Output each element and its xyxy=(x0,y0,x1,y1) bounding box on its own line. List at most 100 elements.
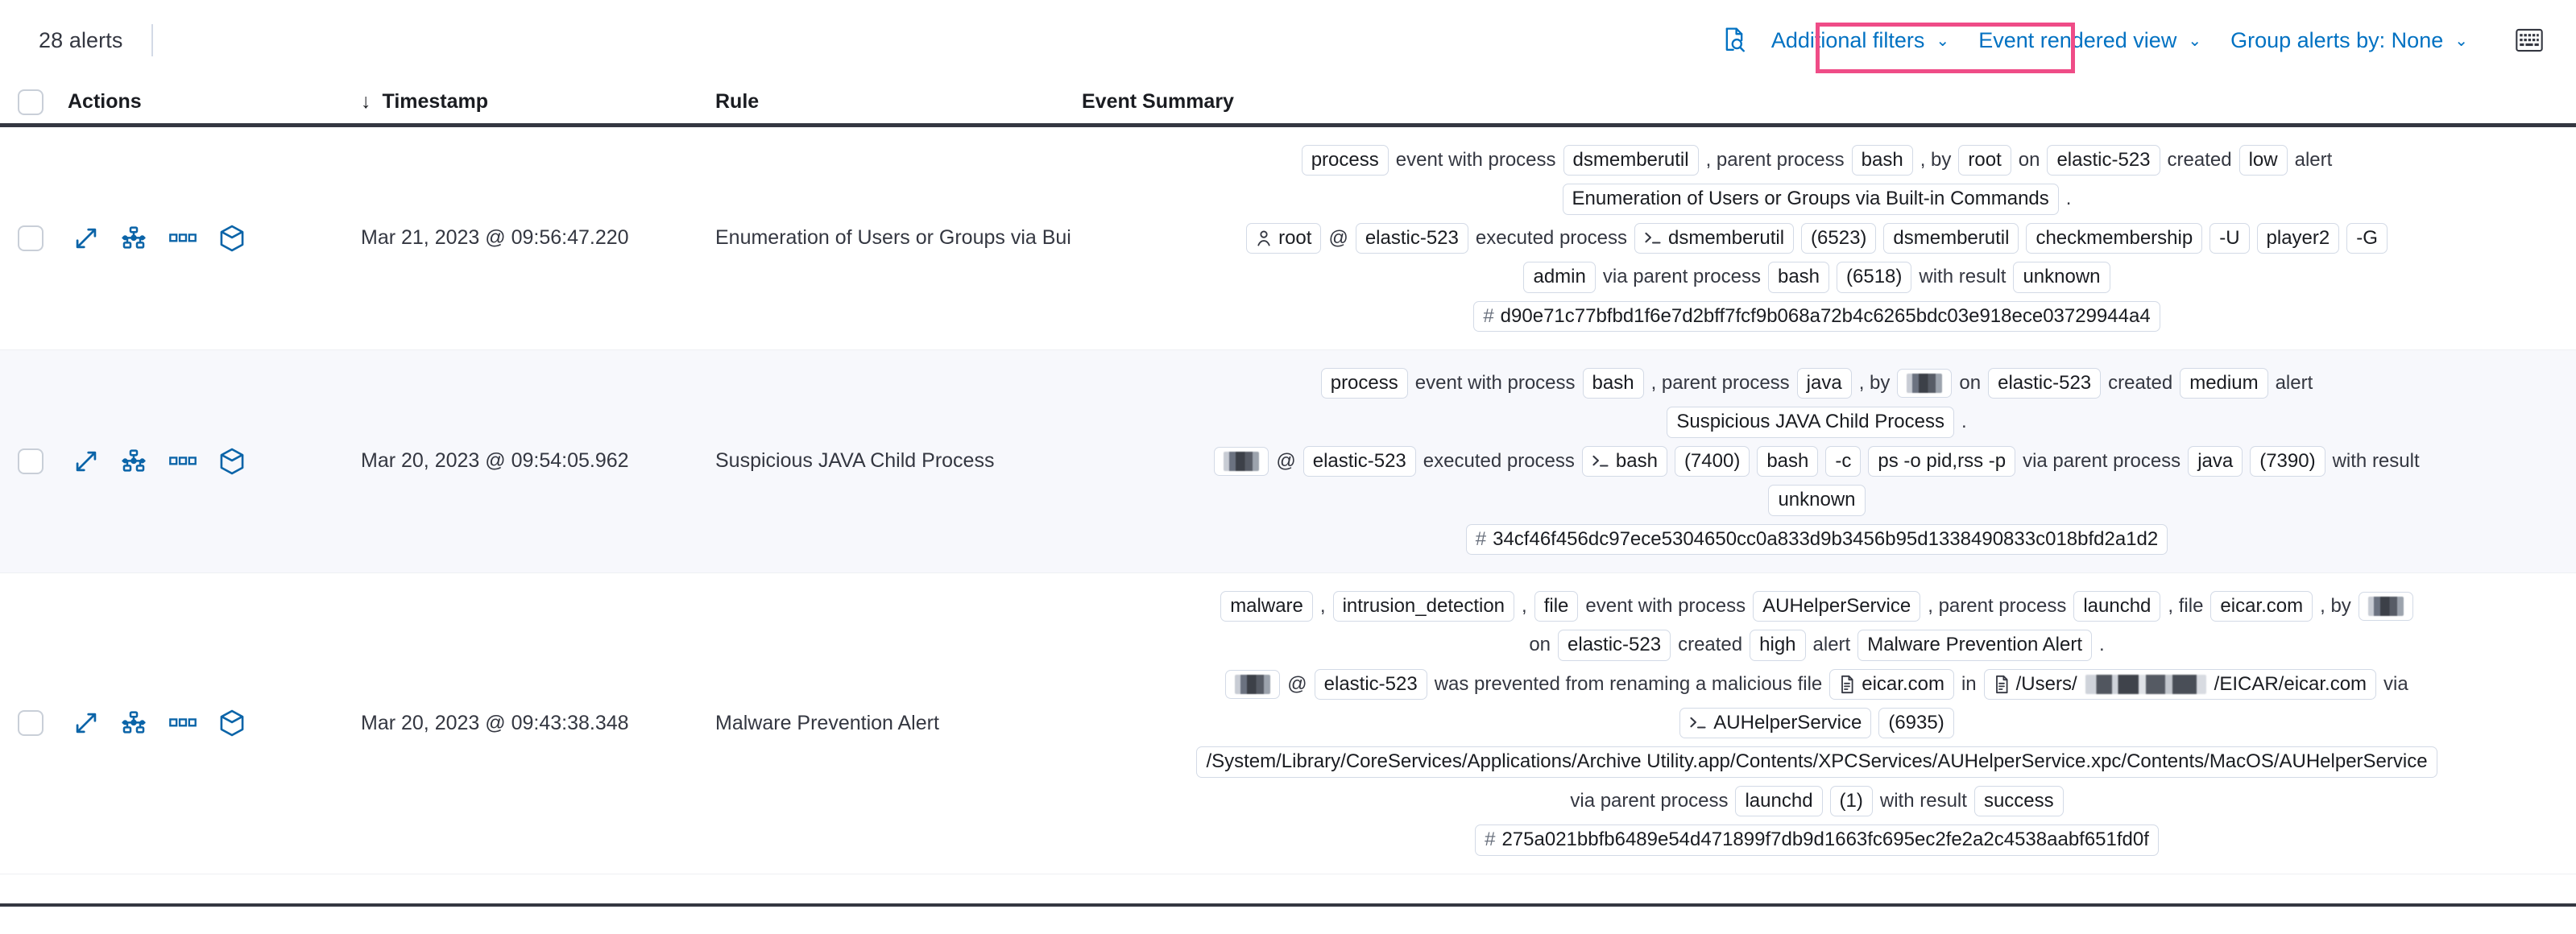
event-field-chip[interactable]: dsmemberutil xyxy=(1883,222,2019,254)
event-field-chip[interactable]: high xyxy=(1750,630,1806,661)
analyzer-button[interactable] xyxy=(121,449,147,473)
redacted-user-chip[interactable] xyxy=(1225,669,1281,699)
keyboard-icon xyxy=(2516,28,2543,52)
event-field-chip[interactable]: launchd xyxy=(2073,590,2161,622)
analyzer-button[interactable] xyxy=(121,711,147,735)
more-actions-button[interactable] xyxy=(169,717,197,729)
expand-button[interactable] xyxy=(74,711,98,735)
event-field-chip[interactable]: Enumeration of Users or Groups via Built… xyxy=(1562,184,2059,215)
event-field-chip[interactable]: ps -o pid,rss -p xyxy=(1868,445,2016,477)
event-field-chip[interactable]: low xyxy=(2238,145,2288,176)
session-view-button[interactable] xyxy=(219,225,245,252)
session-view-button[interactable] xyxy=(219,448,245,475)
event-field-chip[interactable]: elastic-523 xyxy=(1314,668,1427,700)
event-field-chip[interactable]: (6523) xyxy=(1801,222,1877,254)
event-hash-chip[interactable]: #d90e71c77bfbd1f6e7d2bff7fcf9b068a72b4c6… xyxy=(1473,300,2160,332)
header-rule[interactable]: Rule xyxy=(715,90,760,113)
additional-filters-button[interactable]: Additional filters ⌄ xyxy=(1757,20,1964,61)
redacted-user-chip[interactable] xyxy=(1897,369,1953,399)
select-all-checkbox[interactable] xyxy=(18,89,43,115)
event-field-chip[interactable]: bash xyxy=(1851,145,1913,176)
keyboard-shortcuts-button[interactable] xyxy=(2507,18,2552,63)
row-select-checkbox[interactable] xyxy=(18,710,43,737)
event-summary-line: /System/Library/CoreServices/Application… xyxy=(1196,746,2437,778)
more-actions-button[interactable] xyxy=(169,233,197,244)
event-field-chip[interactable]: unknown xyxy=(1768,485,1866,516)
analyzer-button[interactable] xyxy=(121,226,147,250)
event-field-chip[interactable]: process xyxy=(1301,145,1389,176)
summary-text: event with process xyxy=(1585,594,1746,617)
event-field-chip[interactable]: elastic-523 xyxy=(1302,445,1416,477)
event-field-chip[interactable]: -G xyxy=(2346,222,2388,254)
table-row[interactable]: Mar 21, 2023 @ 09:56:47.220 Enumeration o… xyxy=(0,127,2576,350)
event-field-chip[interactable]: (7390) xyxy=(2250,445,2325,477)
event-field-chip[interactable]: -U xyxy=(2209,222,2250,254)
event-field-chip[interactable]: root xyxy=(1246,222,1322,254)
event-field-chip[interactable]: eicar.com xyxy=(1829,668,1954,700)
row-timestamp: Mar 21, 2023 @ 09:56:47.220 xyxy=(361,226,629,250)
header-event-summary[interactable]: Event Summary xyxy=(1082,90,1234,113)
row-actions-cell xyxy=(55,350,361,572)
event-hash-chip[interactable]: #275a021bbfb6489e54d471899f7db9d1663fc69… xyxy=(1475,824,2159,856)
session-view-button[interactable] xyxy=(219,709,245,737)
more-actions-button[interactable] xyxy=(169,456,197,467)
event-field-chip[interactable]: player2 xyxy=(2256,222,2340,254)
event-field-chip[interactable]: file xyxy=(1534,590,1579,622)
event-field-chip[interactable]: bash xyxy=(1757,445,1819,477)
event-field-chip[interactable]: bash xyxy=(1581,445,1667,477)
event-field-chip[interactable]: (7400) xyxy=(1674,445,1750,477)
event-summary-line: #275a021bbfb6489e54d471899f7db9d1663fc69… xyxy=(1475,824,2159,856)
event-field-chip[interactable]: admin xyxy=(1523,262,1596,293)
event-field-chip[interactable]: java xyxy=(1796,367,1852,399)
event-field-chip[interactable]: malware xyxy=(1220,590,1313,622)
redacted-user-chip[interactable] xyxy=(2358,592,2413,622)
event-field-chip[interactable]: root xyxy=(1958,145,2011,176)
event-field-chip[interactable]: (6518) xyxy=(1837,262,1912,293)
event-field-chip[interactable]: dsmemberutil xyxy=(1634,222,1795,254)
chip-label: bash xyxy=(1777,266,1820,288)
event-field-chip[interactable]: /System/Library/CoreServices/Application… xyxy=(1196,746,2437,778)
hash-value: d90e71c77bfbd1f6e7d2bff7fcf9b068a72b4c62… xyxy=(1500,304,2151,327)
expand-button[interactable] xyxy=(74,226,98,250)
event-field-chip[interactable]: java xyxy=(2188,445,2243,477)
event-field-chip[interactable]: intrusion_detection xyxy=(1332,590,1515,622)
group-alerts-by-button[interactable]: Group alerts by: None ⌄ xyxy=(2216,20,2483,61)
row-select-checkbox[interactable] xyxy=(18,225,43,251)
file-path-chip[interactable]: /Users//EICAR/eicar.com xyxy=(1983,668,2377,700)
redacted-user-chip[interactable] xyxy=(1214,446,1269,476)
event-field-chip[interactable]: eicar.com xyxy=(2210,590,2313,622)
event-field-chip[interactable]: bash xyxy=(1582,367,1644,399)
event-field-chip[interactable]: unknown xyxy=(2013,262,2110,293)
event-field-chip[interactable]: launchd xyxy=(1735,785,1823,817)
event-field-chip[interactable]: medium xyxy=(2180,367,2268,399)
event-field-chip[interactable]: elastic-523 xyxy=(2047,145,2160,176)
sort-desc-icon: ↓ xyxy=(361,90,371,113)
inspect-button[interactable] xyxy=(1712,18,1757,63)
event-summary-line: Enumeration of Users or Groups via Built… xyxy=(1562,184,2071,215)
chip-label: root xyxy=(1278,226,1312,249)
row-select-checkbox[interactable] xyxy=(18,448,43,474)
event-field-chip[interactable]: elastic-523 xyxy=(1558,630,1671,661)
chip-label: (6523) xyxy=(1811,226,1867,249)
event-field-chip[interactable]: success xyxy=(1973,785,2064,817)
event-field-chip[interactable]: elastic-523 xyxy=(1988,367,2102,399)
event-field-chip[interactable]: elastic-523 xyxy=(1355,222,1468,254)
event-field-chip[interactable]: Suspicious JAVA Child Process xyxy=(1667,407,1954,438)
event-field-chip[interactable]: AUHelperService xyxy=(1679,708,1872,739)
event-field-chip[interactable]: -c xyxy=(1825,445,1862,477)
event-hash-chip[interactable]: #34cf46f456dc97ece5304650cc0a833d9b3456b… xyxy=(1465,523,2168,555)
event-field-chip[interactable]: checkmembership xyxy=(2026,222,2203,254)
event-rendered-view-button[interactable]: Event rendered view ⌄ xyxy=(1964,20,2216,61)
event-field-chip[interactable]: dsmemberutil xyxy=(1563,145,1699,176)
header-timestamp[interactable]: ↓ Timestamp xyxy=(361,90,715,114)
event-field-chip[interactable]: (6935) xyxy=(1878,708,1954,739)
event-field-chip[interactable]: bash xyxy=(1767,262,1830,293)
event-field-chip[interactable]: (1) xyxy=(1829,785,1873,817)
expand-button[interactable] xyxy=(74,449,98,473)
event-field-chip[interactable]: Malware Prevention Alert xyxy=(1857,630,2092,661)
event-field-chip[interactable]: AUHelperService xyxy=(1753,590,1921,622)
event-field-chip[interactable]: process xyxy=(1320,367,1408,399)
